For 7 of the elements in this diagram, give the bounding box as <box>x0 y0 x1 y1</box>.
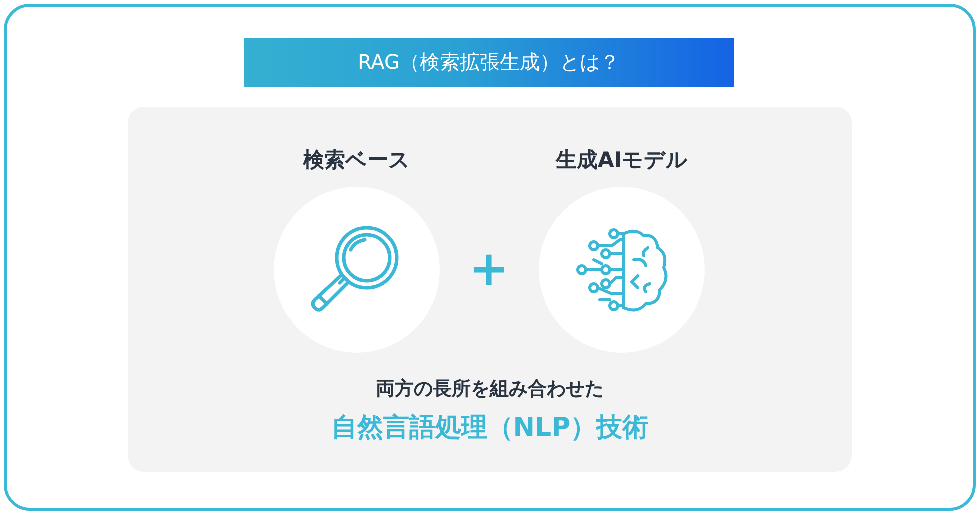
panel-background <box>128 107 852 472</box>
title-banner: RAG（検索拡張生成）とは？ <box>244 38 734 87</box>
subtitle-text: 両方の長所を組み合わせた <box>375 377 605 402</box>
node-heading: 生成AIモデル <box>554 147 690 174</box>
plus-sign: + <box>468 245 510 293</box>
summary-text: 自然言語処理（NLP）技術 <box>330 412 650 445</box>
node-heading: 検索ベース <box>302 147 412 174</box>
